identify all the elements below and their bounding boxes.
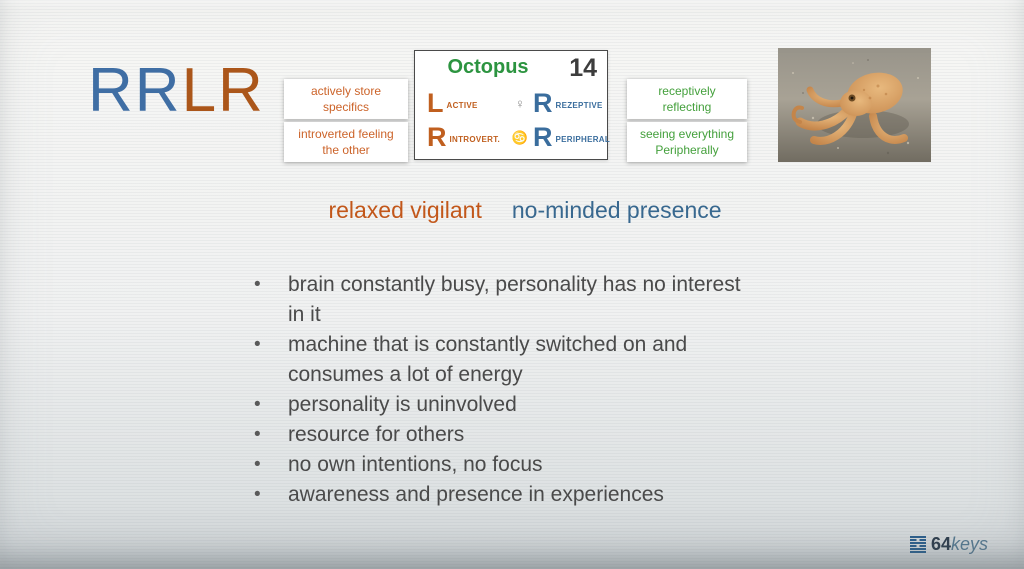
title-orange-part: LR — [181, 56, 265, 125]
bullet-item: machine that is constantly switched on a… — [252, 330, 754, 390]
bullet-list: brain constantly busy, personality has n… — [252, 270, 754, 510]
octopus-photo — [778, 48, 931, 162]
note-seeing-everything-peripherally: seeing everything Peripherally — [627, 122, 747, 163]
type-letter-pair: R PERIPHERAL — [533, 122, 611, 152]
octopus-illustration — [778, 48, 931, 162]
bullet-item: brain constantly busy, personality has n… — [252, 270, 754, 330]
type-letter-label: INTROVERT. — [449, 135, 501, 144]
bullet-item: personality is uninvolved — [252, 390, 754, 420]
type-card-row-1: L ACTIVE ♀ R REZEPTIVE — [415, 86, 607, 120]
type-letter-pair: R INTROVERT. — [427, 122, 507, 152]
subtitle-orange-phrase: relaxed vigilant — [328, 197, 482, 223]
brand-logo-word: keys — [950, 534, 988, 554]
hexagram-icon — [909, 535, 926, 553]
type-letter: L — [427, 88, 444, 118]
subtitle-blue-phrase: no-minded presence — [511, 197, 722, 223]
type-name-label: Octopus — [447, 56, 529, 78]
note-receptively-reflecting: receptively reflecting — [627, 79, 747, 120]
subtitle: relaxed vigilant no-minded presence — [13, 197, 1024, 224]
note-actively-store-specifics: actively store specifics — [284, 79, 408, 120]
type-card-header: Octopus 14 — [415, 54, 607, 86]
bullet-item: no own intentions, no focus — [252, 450, 754, 480]
type-card-row-2: R INTROVERT. ♋ R PERIPHERAL — [415, 120, 611, 154]
brand-logo-text: 64keys — [931, 535, 988, 553]
brand-logo-number: 64 — [930, 534, 951, 554]
type-letter: R — [533, 122, 553, 152]
brand-logo: 64keys — [909, 535, 988, 553]
type-card: Octopus 14 L ACTIVE ♀ R REZEPTIVE R INTR… — [414, 50, 611, 160]
type-letter-label: REZEPTIVE — [555, 101, 603, 110]
type-number-label: 14 — [569, 54, 597, 82]
female-symbol-icon: ♀ — [515, 95, 525, 111]
hooks-symbol-icon: ♋ — [511, 129, 529, 145]
type-letter-pair: R REZEPTIVE — [533, 88, 603, 118]
bullet-item: awareness and presence in experiences — [252, 480, 754, 510]
type-letter-label: PERIPHERAL — [555, 135, 611, 144]
title-blue-part: RR — [88, 56, 182, 125]
type-letter-label: ACTIVE — [446, 101, 478, 110]
page-title: RRLR — [88, 60, 265, 122]
note-introverted-feeling-the-other: introverted feeling the other — [284, 122, 408, 163]
type-letter: R — [533, 88, 553, 118]
type-letter-pair: L ACTIVE — [427, 88, 507, 118]
bullet-item: resource for others — [252, 420, 754, 450]
type-letter: R — [427, 122, 447, 152]
